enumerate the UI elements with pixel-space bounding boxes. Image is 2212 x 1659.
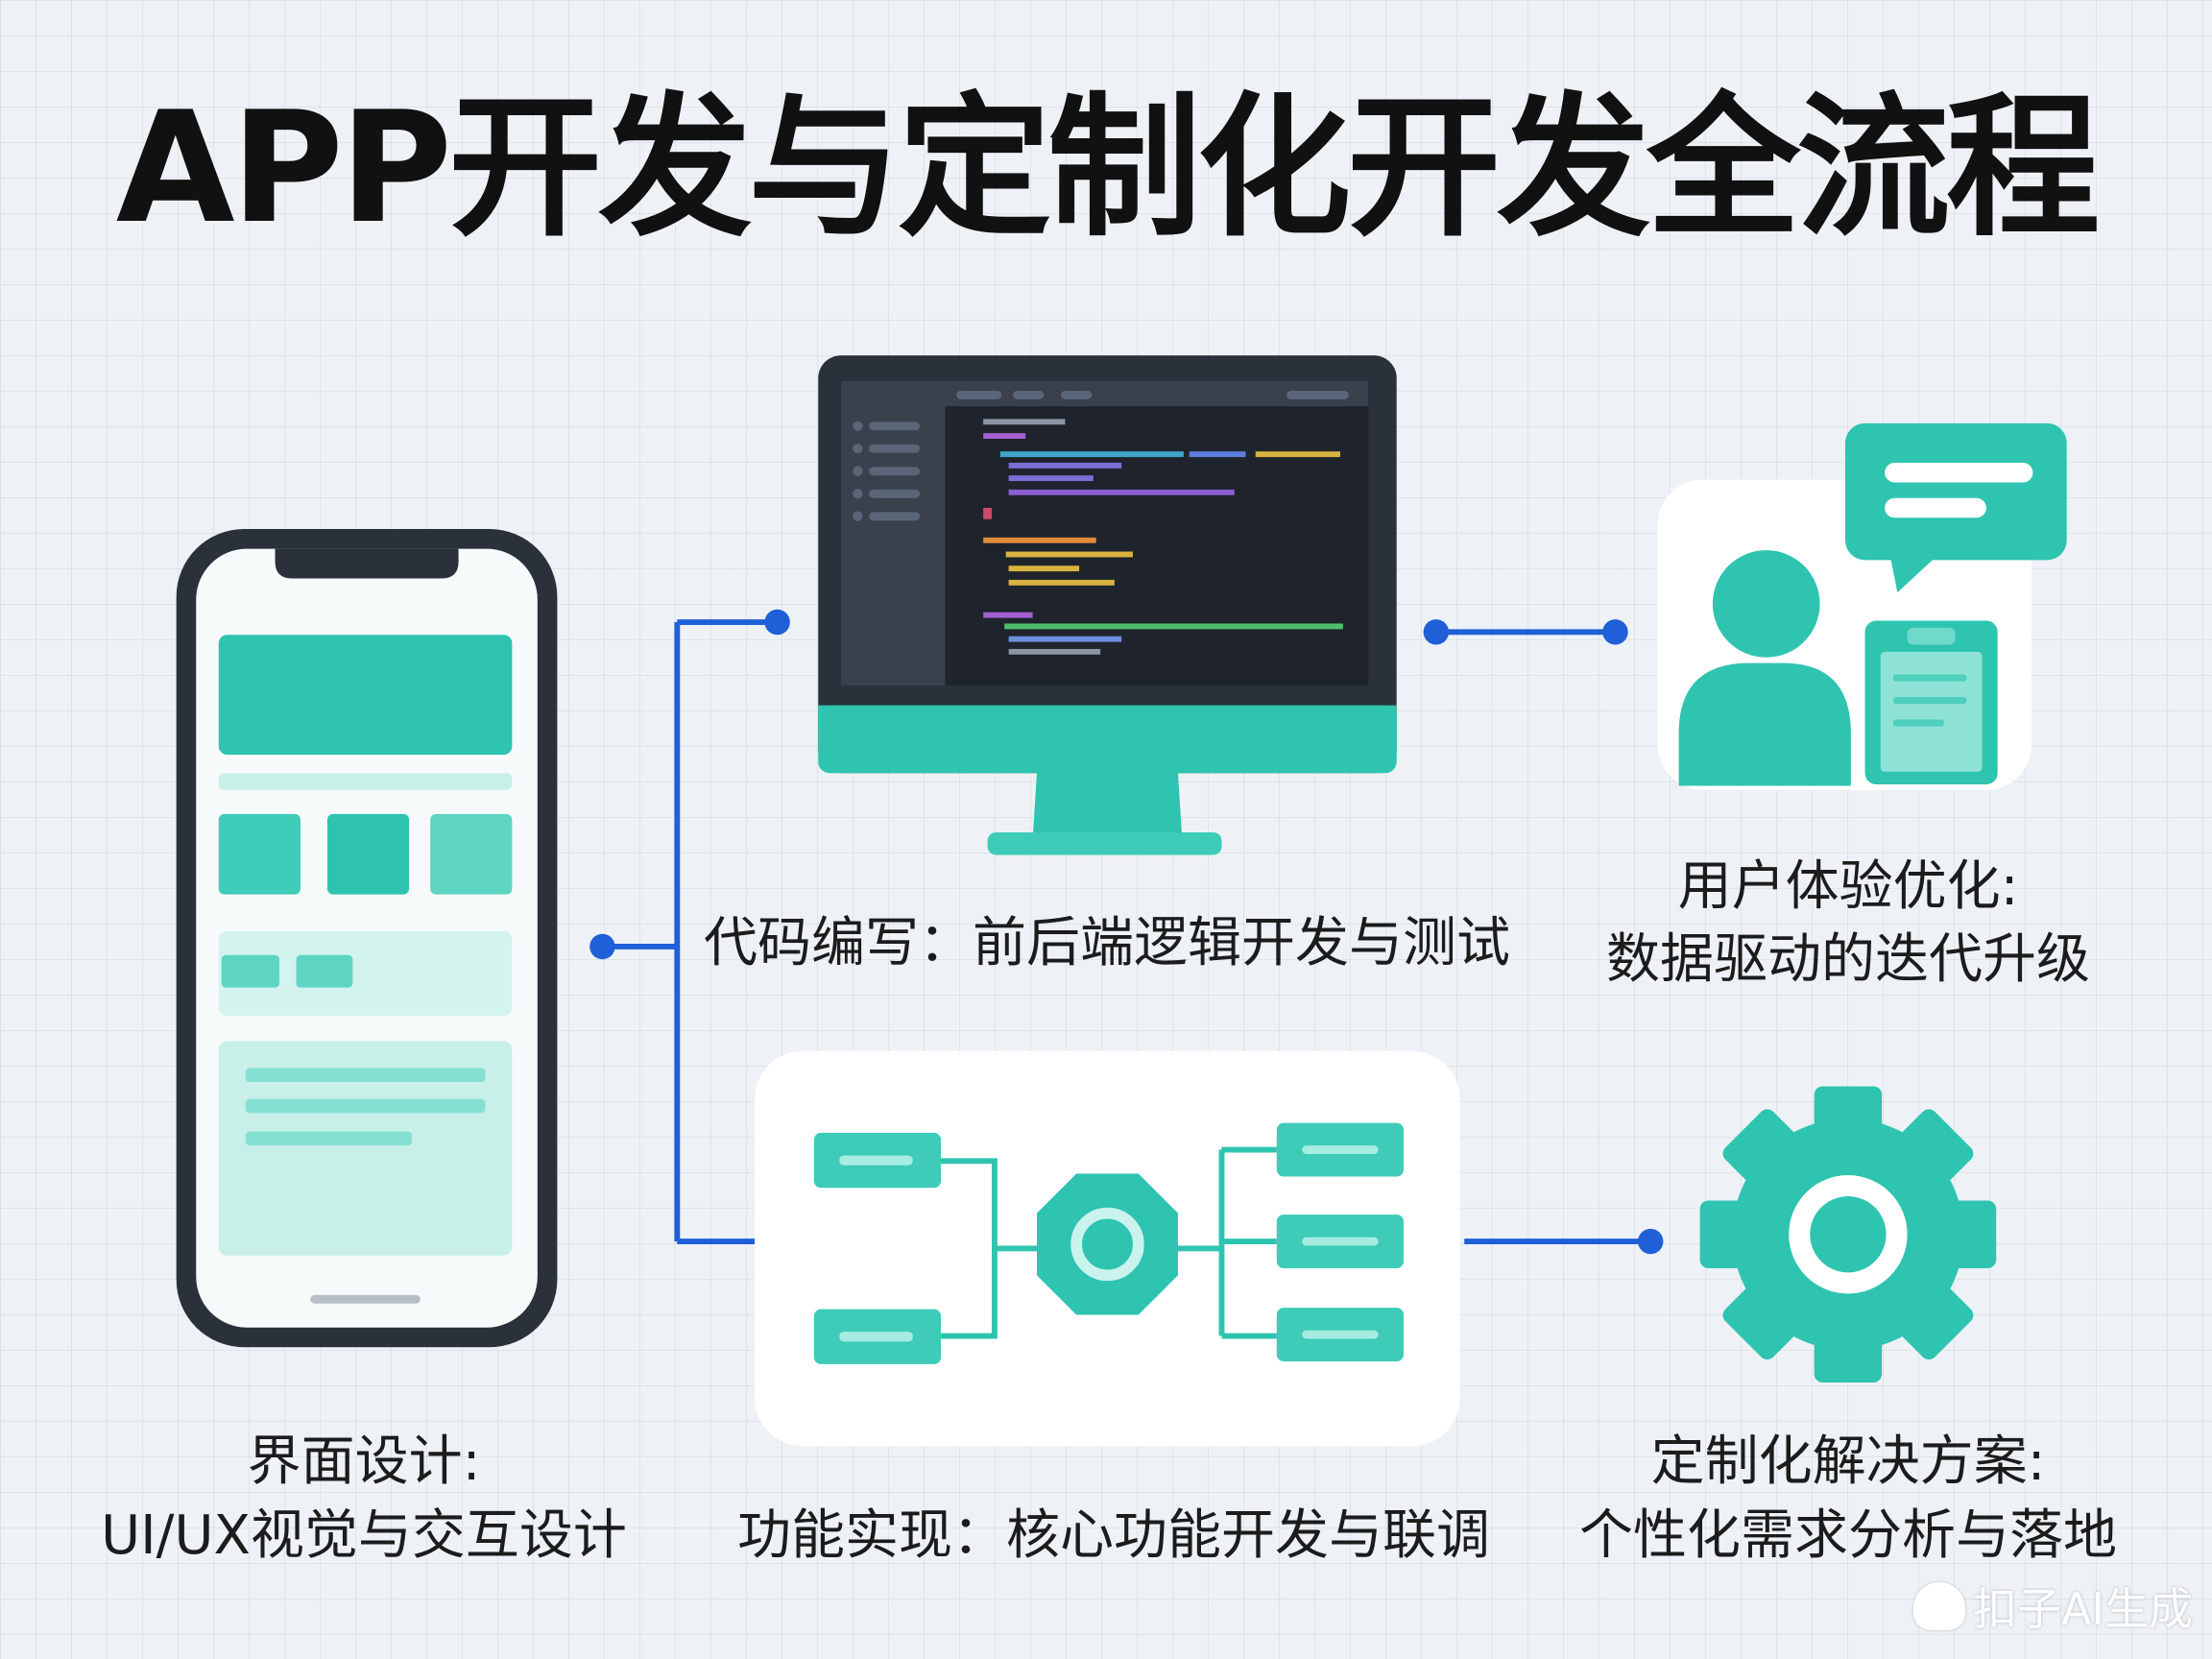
monitor-illustration (818, 355, 1397, 855)
customization-caption-title: 定制化解决方案: (1650, 1431, 2046, 1493)
customization-caption-desc: 个性化需求分析与落地 (1579, 1504, 2117, 1567)
watermark-text: 扣子AI生成 (1972, 1583, 2193, 1635)
ui-design-caption-title: 界面设计: (247, 1431, 481, 1493)
connector-lines (602, 619, 1651, 1245)
watermark: 扣子AI生成 (1912, 1575, 2193, 1638)
coding-caption: 代码编写：前后端逻辑开发与测试 (704, 912, 1510, 974)
gear-icon (1699, 1086, 1997, 1383)
function-caption: 功能实现：核心功能开发与联调 (737, 1504, 1490, 1567)
connector-dots (589, 609, 1664, 1255)
function-illustration (755, 1050, 1460, 1447)
page-title: APP开发与定制化开发全流程 (115, 78, 2100, 257)
ghost-logo-icon (1912, 1582, 1965, 1630)
user-experience-illustration (1657, 422, 2067, 790)
ui-design-caption-desc: UI/UX视觉与交互设计 (101, 1504, 627, 1567)
phone-illustration (176, 529, 558, 1348)
ux-caption-desc: 数据驱动的迭代升级 (1606, 928, 2090, 991)
ux-caption-title: 用户体验优化: (1677, 855, 2019, 918)
